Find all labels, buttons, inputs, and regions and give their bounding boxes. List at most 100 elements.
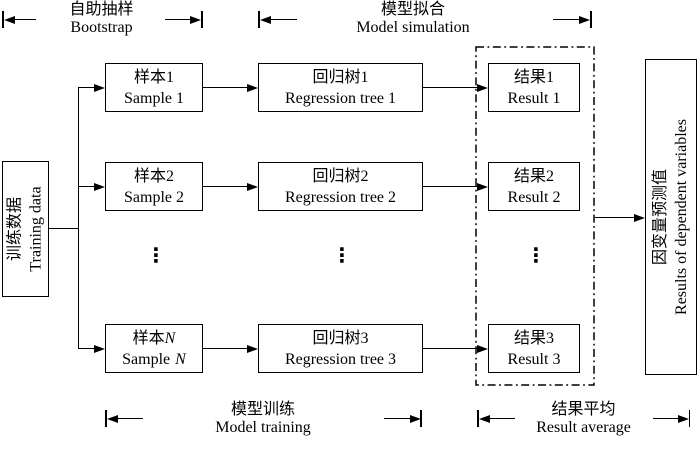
training-data-box: 训练数据 Training data [2, 161, 49, 297]
arrowhead-right-icon [247, 182, 258, 191]
branch-line [77, 87, 79, 349]
result-2-box: 结果2 Result 2 [488, 162, 580, 211]
dimension-tick [201, 11, 203, 28]
output-label: 因变量预测值 Results of dependent variables [650, 119, 692, 315]
dimension-line [270, 18, 297, 21]
sample-1-cn: 样本1 [133, 68, 174, 86]
regression-tree-3-cn: 回归树3 [312, 329, 369, 347]
vertical-ellipsis-result: ⋮ [526, 243, 546, 267]
result-1-en: Result 1 [507, 89, 561, 107]
training-data-cn: 训练数据 [6, 197, 24, 262]
arrowhead-right-icon [94, 182, 105, 191]
sample-n-var: N [175, 350, 186, 368]
label-bootstrap: 自助抽样 Bootstrap [2, 1, 201, 37]
label-model-simulation: 模型拟合 Model simulation [258, 1, 568, 37]
dimension-tick [477, 410, 479, 427]
label-result-average-cn: 结果平均 [551, 401, 616, 418]
output-cn: 因变量预测值 [652, 168, 670, 266]
vertical-ellipsis-sample: ⋮ [146, 243, 166, 267]
arrowhead-right-icon [477, 83, 488, 92]
arrowhead-right-icon [634, 213, 645, 222]
sample-1-box: 样本1 Sample 1 [105, 63, 203, 112]
label-bootstrap-en: Bootstrap [70, 19, 133, 36]
dimension-tick [258, 11, 260, 28]
flow-arrow-shaft [423, 347, 478, 350]
regression-tree-2-en: Regression tree 2 [284, 188, 397, 206]
regression-tree-3-box: 回归树3 Regression tree 3 [258, 324, 423, 373]
flow-arrow-shaft [203, 86, 248, 89]
dimension-line [14, 18, 36, 21]
sample-n-var: N [164, 329, 176, 347]
flow-arrow-shaft [78, 86, 96, 89]
dimension-tick [420, 410, 422, 427]
sample-2-en: Sample 2 [124, 188, 184, 206]
label-model-simulation-en: Model simulation [356, 19, 470, 36]
arrowhead-right-icon [247, 83, 258, 92]
dimension-line [165, 18, 191, 21]
output-box: 因变量预测值 Results of dependent variables [645, 59, 697, 375]
training-data-en: Training data [27, 186, 45, 272]
label-result-average: 结果平均 Result average [477, 401, 690, 437]
sample-n-en-base: Sample [122, 350, 171, 368]
flow-arrow-shaft [78, 347, 96, 350]
flow-arrow-shaft [203, 347, 248, 350]
regression-tree-1-box: 回归树1 Regression tree 1 [258, 63, 423, 112]
connector-line [49, 227, 78, 229]
arrowhead-right-icon [94, 83, 105, 92]
dimension-tick [590, 11, 592, 28]
dimension-tick [2, 11, 4, 28]
arrowhead-right-icon [678, 414, 689, 423]
arrowhead-right-icon [190, 15, 201, 24]
training-data-label: 训练数据 Training data [5, 186, 47, 271]
arrowhead-right-icon [579, 15, 590, 24]
flow-arrow-shaft [423, 86, 478, 89]
result-1-cn: 结果1 [513, 68, 554, 86]
dimension-line [117, 417, 143, 420]
result-1-box: 结果1 Result 1 [488, 63, 580, 112]
dimension-tick [105, 410, 107, 427]
dimension-line [553, 18, 580, 21]
vertical-ellipsis-tree: ⋮ [332, 243, 352, 267]
label-bootstrap-cn: 自助抽样 [69, 1, 134, 18]
regression-tree-2-cn: 回归树2 [312, 167, 369, 185]
arrowhead-left-icon [106, 414, 118, 423]
arrowhead-left-icon [478, 414, 490, 423]
regression-tree-3-en: Regression tree 3 [284, 350, 397, 368]
sample-1-en: Sample 1 [124, 89, 184, 107]
dimension-line [653, 417, 679, 420]
regression-tree-1-en: Regression tree 1 [284, 89, 397, 107]
label-result-average-en: Result average [536, 419, 631, 436]
output-en: Results of dependent variables [673, 119, 691, 315]
arrowhead-right-icon [94, 344, 105, 353]
result-3-box: 结果3 Result 3 [488, 324, 580, 373]
dimension-tick [688, 410, 690, 427]
sample-2-cn: 样本2 [133, 167, 174, 185]
label-model-training-cn: 模型训练 [230, 401, 295, 418]
dimension-line [489, 417, 515, 420]
regression-tree-2-box: 回归树2 Regression tree 2 [258, 162, 423, 211]
label-model-simulation-cn: 模型拟合 [380, 1, 445, 18]
result-group-outline [475, 46, 595, 386]
flow-arrow-shaft [423, 185, 478, 188]
sample-n-cn: 样本N [133, 328, 176, 349]
arrowhead-right-icon [410, 414, 421, 423]
result-2-cn: 结果2 [513, 167, 554, 185]
arrowhead-right-icon [477, 182, 488, 191]
arrowhead-left-icon [3, 15, 15, 24]
result-2-en: Result 2 [507, 188, 561, 206]
flow-arrow-shaft [595, 216, 635, 219]
sample-2-box: 样本2 Sample 2 [105, 162, 203, 211]
flow-arrow-shaft [78, 185, 96, 188]
arrowhead-left-icon [259, 15, 271, 24]
sample-n-cn-base: 样本 [132, 329, 165, 347]
arrowhead-right-icon [247, 344, 258, 353]
dimension-line [384, 417, 410, 420]
flow-arrow-shaft [203, 185, 248, 188]
regression-tree-1-cn: 回归树1 [312, 68, 369, 86]
label-model-training: 模型训练 Model training [105, 401, 421, 437]
result-3-en: Result 3 [507, 350, 561, 368]
result-3-cn: 结果3 [513, 329, 554, 347]
arrowhead-right-icon [477, 344, 488, 353]
